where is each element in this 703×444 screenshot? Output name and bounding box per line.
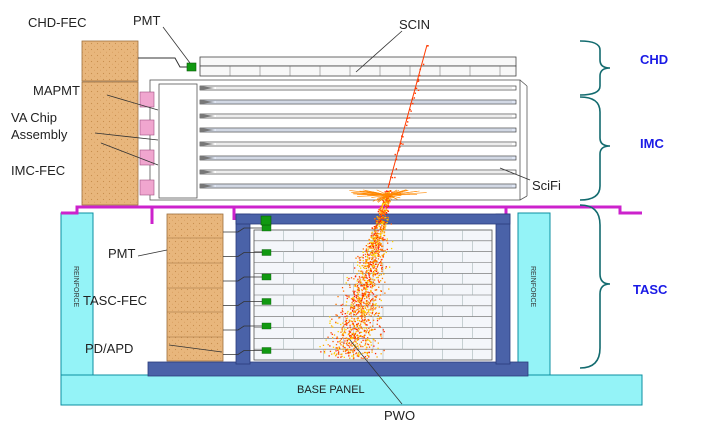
- chd-section-label: CHD: [640, 52, 668, 67]
- imc-fec-board: [81, 81, 139, 206]
- tasc-pmt-icon: [260, 215, 272, 226]
- imc-frame: [149, 79, 528, 201]
- pmt-tasc-label: PMT: [108, 246, 136, 261]
- tasc-frame: [147, 213, 529, 377]
- imc-section-label: IMC: [640, 136, 664, 151]
- base-panel-label: BASE PANEL: [297, 384, 365, 396]
- chd-cable: [138, 57, 188, 68]
- chd-scintillator: [199, 56, 517, 77]
- scin-label: SCIN: [399, 17, 430, 32]
- tasc-readout-cables: [223, 224, 272, 355]
- imc-scifi-layers: [199, 85, 517, 189]
- pwo-crystal-stack: [253, 229, 493, 361]
- va-chip-label-line2: Assembly: [11, 127, 68, 142]
- chd-fec-board: [81, 40, 139, 82]
- particle-shower: [319, 44, 429, 360]
- right-reinforce-wall: [517, 212, 551, 376]
- left-reinforce-wall: [60, 212, 94, 376]
- pmt-top-label: PMT: [133, 13, 161, 28]
- reinforce-right-label: REINFORCE: [529, 266, 536, 308]
- imc-fec-label: IMC-FEC: [11, 163, 65, 178]
- va-chip-label-line1: VA Chip: [11, 110, 57, 125]
- mapmt-modules: [139, 91, 155, 196]
- tasc-section-label: TASC: [633, 282, 668, 297]
- section-braces: [579, 40, 611, 369]
- reinforce-left-label: REINFORCE: [72, 266, 79, 308]
- tasc-fec-boards: [166, 213, 224, 362]
- leader-lines: [94, 26, 531, 405]
- pwo-label: PWO: [384, 408, 415, 423]
- scifi-label: SciFi: [532, 178, 561, 193]
- chd-fec-label: CHD-FEC: [28, 15, 87, 30]
- chd-pmt-icon: [186, 62, 197, 72]
- tasc-fec-label: TASC-FEC: [83, 293, 147, 308]
- base-panel: [60, 374, 643, 406]
- mapmt-label: MAPMT: [33, 83, 80, 98]
- pd-apd-label: PD/APD: [85, 341, 133, 356]
